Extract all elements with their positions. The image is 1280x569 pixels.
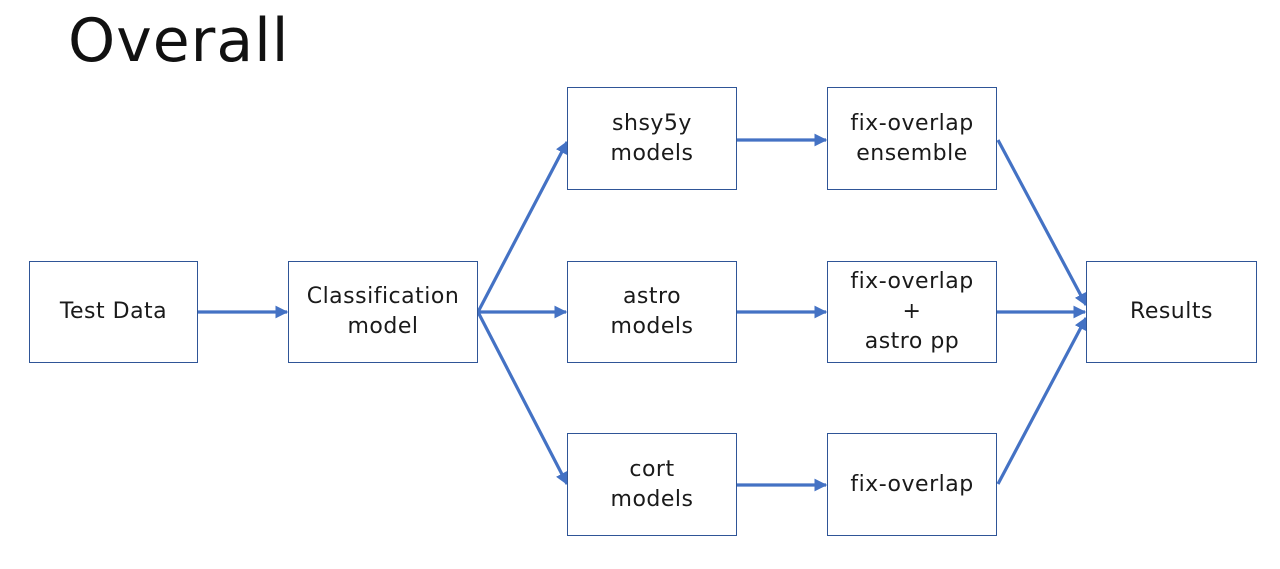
node-label: fix-overlap [850, 269, 974, 294]
node-fix-overlap-ensemble: fix-overlap ensemble [827, 87, 997, 190]
node-fix-overlap-astro-pp: fix-overlap + astro pp [827, 261, 997, 363]
node-results: Results [1086, 261, 1257, 363]
arrow-classification-to-cort [476, 311, 569, 486]
node-astro-models: astro models [567, 261, 737, 363]
node-label: astro pp [864, 329, 960, 354]
node-label: Test Data [59, 299, 168, 324]
node-label: cort [629, 456, 675, 482]
node-test-data: Test Data [29, 261, 198, 363]
arrow-fix-plain-to-results [996, 316, 1088, 485]
slide-title: Overall [68, 6, 290, 76]
node-fix-overlap: fix-overlap [827, 433, 997, 536]
node-label: shsy5y [612, 110, 692, 136]
node-label: + [902, 299, 922, 324]
node-label: Results [1130, 299, 1213, 324]
arrow-fix-ensemble-to-results [996, 139, 1088, 307]
node-label: models [610, 314, 694, 339]
node-label: ensemble [856, 140, 968, 166]
node-classification-model: Classification model [288, 261, 478, 363]
node-label: models [610, 486, 694, 512]
node-shsy5y-models: shsy5y models [567, 87, 737, 190]
node-label: Classification [306, 284, 460, 309]
arrow-classification-to-shsy5y [476, 140, 569, 313]
node-label: astro [622, 284, 682, 309]
node-label: fix-overlap [850, 110, 974, 136]
node-cort-models: cort models [567, 433, 737, 536]
node-label: model [347, 314, 419, 339]
node-label: models [610, 140, 694, 166]
node-label: fix-overlap [850, 471, 974, 497]
